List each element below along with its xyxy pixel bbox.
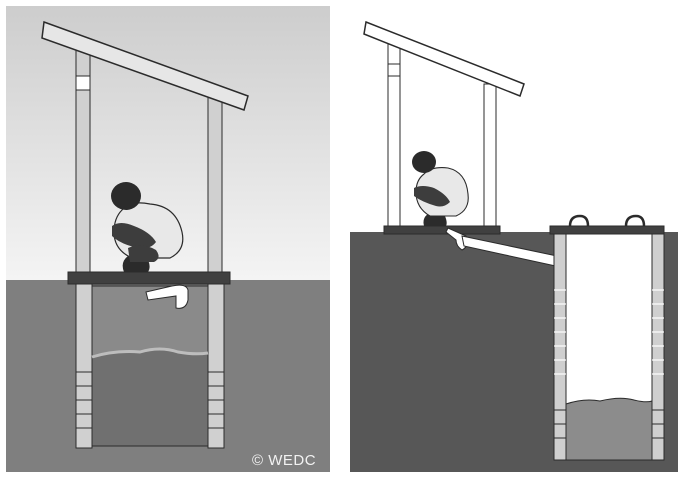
direct-pit-panel: © WEDC bbox=[0, 0, 340, 472]
pit-cover-slab bbox=[550, 226, 664, 234]
direct-pit-illustration bbox=[0, 0, 340, 472]
right-post bbox=[208, 96, 222, 272]
right-post bbox=[484, 84, 496, 228]
slab bbox=[384, 226, 500, 234]
offset-pit-illustration bbox=[344, 0, 678, 472]
offset-pit-panel bbox=[344, 0, 678, 472]
pit-waste bbox=[92, 349, 208, 446]
copyright-label: © WEDC bbox=[252, 452, 316, 469]
pit bbox=[76, 280, 224, 448]
pit-waste bbox=[566, 398, 652, 460]
slab bbox=[68, 272, 230, 284]
offset-pit bbox=[550, 216, 664, 460]
